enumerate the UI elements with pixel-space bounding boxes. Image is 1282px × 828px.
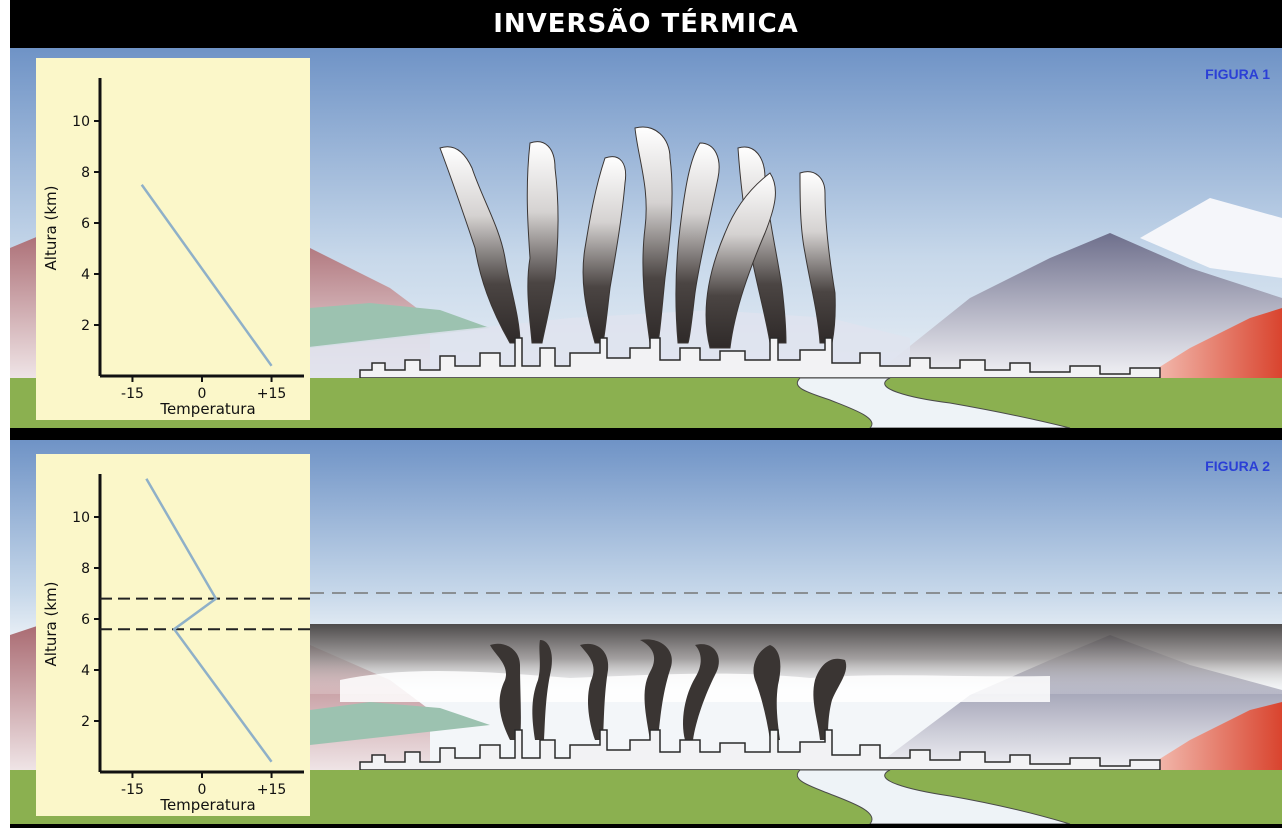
temperature-profile-graph-1: Altura (km) 10 8 6 4 2 -15 0 +15 Temperatura	[36, 58, 310, 420]
title-bar: INVERSÃO TÉRMICA	[10, 0, 1282, 48]
figure-2-panel: FIGURA 2 Altura (km) 10 8 6 4 2 -15 0 +15 Temp…	[10, 440, 1282, 824]
x-tick-label: 0	[198, 782, 207, 798]
y-tick-label: 6	[81, 612, 90, 628]
x-tick-label: 0	[198, 386, 207, 402]
x-tick-label: -15	[121, 386, 144, 402]
y-tick-label: 4	[81, 267, 90, 283]
y-tick-label: 4	[81, 663, 90, 679]
y-tick-label: 2	[81, 318, 90, 334]
y-tick-label: 2	[81, 714, 90, 730]
y-tick-label: 8	[81, 165, 90, 181]
y-axis-label: Altura (km)	[42, 582, 60, 667]
x-tick-label: +15	[257, 386, 287, 402]
x-axis-label: Temperatura	[159, 400, 255, 418]
figure-1-panel: FIGURA 1 Altura (km) 10 8 6 4 2 -15 0 +15 Temp…	[10, 48, 1282, 428]
temperature-profile-line	[145, 478, 273, 763]
y-axis-label: Altura (km)	[42, 186, 60, 271]
y-tick-label: 10	[72, 114, 90, 130]
page-title: INVERSÃO TÉRMICA	[493, 9, 799, 39]
graph-2-svg: Altura (km) 10 8 6 4 2 -15 0 +15 Temperatura	[42, 474, 310, 814]
y-tick-label: 6	[81, 216, 90, 232]
temperature-profile-line	[140, 184, 273, 367]
y-tick-label: 8	[81, 561, 90, 577]
x-tick-label: +15	[257, 782, 287, 798]
temperature-profile-graph-2: Altura (km) 10 8 6 4 2 -15 0 +15 Temperatura	[36, 454, 310, 816]
x-axis-label: Temperatura	[159, 796, 255, 814]
graph-1-svg: Altura (km) 10 8 6 4 2 -15 0 +15 Temperatura	[42, 78, 304, 418]
y-tick-label: 10	[72, 510, 90, 526]
figure-1-label: FIGURA 1	[1205, 66, 1270, 82]
x-tick-label: -15	[121, 782, 144, 798]
figure-2-label: FIGURA 2	[1205, 458, 1270, 474]
